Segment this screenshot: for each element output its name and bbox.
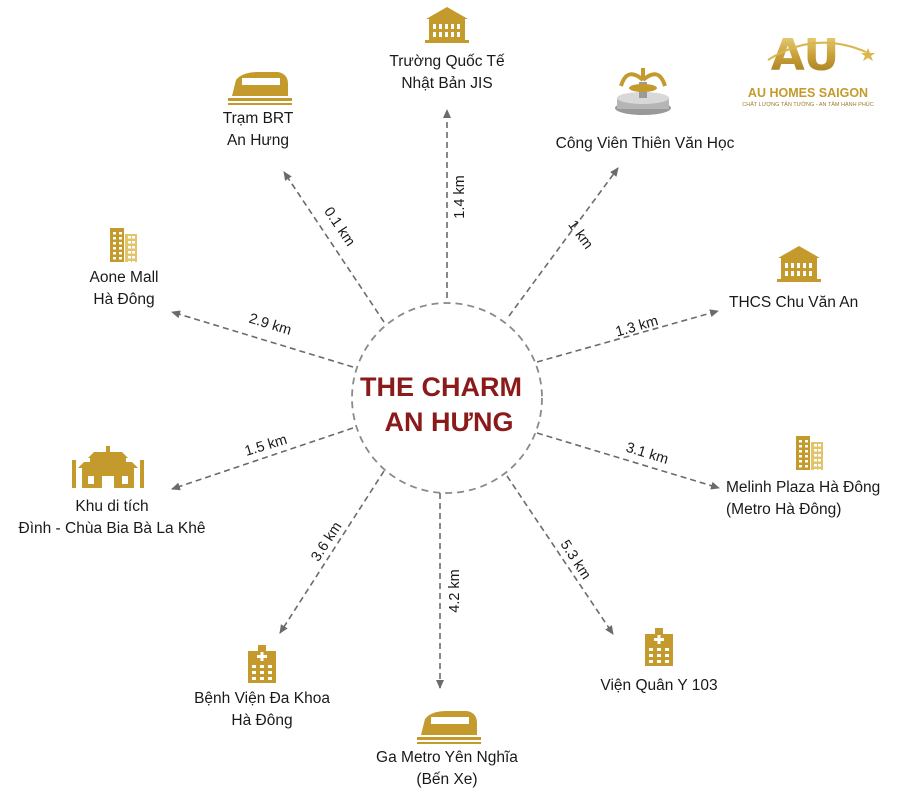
destination-gametro: 4.2 km Ga Metro Yên Nghĩa (Bến Xe) (376, 493, 518, 788)
train-icon (228, 72, 292, 105)
destination-aone: 2.9 km Aone Mall Hà Đông (90, 228, 354, 368)
place-name-thcs-line1: THCS Chu Văn An (729, 294, 858, 311)
tower-building-icon (110, 228, 137, 264)
train-icon (417, 711, 481, 744)
destination-benhvien: 3.6 km Bệnh Viện Đa Khoa Hà Đông (194, 470, 385, 729)
destination-vien103: 5.3 km Viện Quân Y 103 (506, 475, 718, 694)
school-building-icon (425, 7, 469, 43)
distance-label-aone: 2.9 km (247, 311, 293, 339)
distance-label-vien103: 5.3 km (557, 537, 594, 582)
logo-star-icon (861, 48, 875, 61)
arrow-park (508, 167, 619, 317)
center-title-line1: THE CHARM (360, 372, 522, 402)
logo-brand-name: AU HOMES SAIGON (748, 86, 868, 100)
hospital-icon (645, 628, 673, 666)
fountain-icon (615, 68, 671, 115)
destination-brt: 0.1 km Trạm BRT An Hưng (223, 72, 385, 323)
arrow-khudi (171, 427, 354, 491)
place-name-vien103-line1: Viện Quân Y 103 (600, 677, 717, 694)
distance-label-thcs: 1.3 km (614, 313, 660, 340)
hospital-icon (248, 645, 276, 683)
distance-label-khudi: 1.5 km (243, 432, 289, 460)
logo-swoosh-icon (767, 41, 867, 61)
distance-label-jis: 1.4 km (452, 175, 468, 219)
place-name-aone-line1: Aone Mall (90, 269, 159, 286)
distance-label-gametro: 4.2 km (447, 569, 463, 613)
place-name-brt-line1: Trạm BRT (223, 110, 294, 127)
tower-building-icon (796, 436, 823, 472)
center-hub: THE CHARM AN HƯNG (351, 302, 543, 494)
distance-label-melinh: 3.1 km (624, 440, 670, 468)
arrow-aone (171, 310, 354, 368)
spokes: 1.4 km Trường Quốc Tế Nhật Bản JIS 1 kmCông… (19, 7, 880, 788)
distance-label-brt: 0.1 km (320, 204, 358, 249)
place-name-melinh-line1: Melinh Plaza Hà Đông (726, 479, 880, 496)
distance-label-benhvien: 3.6 km (308, 519, 345, 564)
place-name-melinh-line2: (Metro Hà Đông) (726, 501, 841, 518)
destination-melinh: 3.1 km Melinh Plaza Hà Đông (Metro Hà Đông… (536, 432, 880, 518)
pagoda-icon (72, 446, 144, 488)
place-name-gametro-line1: Ga Metro Yên Nghĩa (376, 749, 518, 766)
place-name-jis-line2: Nhật Bản JIS (401, 75, 492, 92)
place-name-benhvien-line2: Hà Đông (231, 712, 292, 729)
place-name-benhvien-line1: Bệnh Viện Đa Khoa (194, 690, 330, 707)
brand-logo: AU AU HOMES SAIGON CHẤT LƯỢNG TẬN TƯỜNG … (742, 30, 875, 108)
place-name-khudi-line1: Khu di tích (75, 498, 148, 515)
place-name-khudi-line2: Đình - Chùa Bia Bà La Khê (19, 520, 206, 537)
place-name-brt-line2: An Hưng (227, 132, 289, 149)
destination-thcs: 1.3 km THCS Chu Văn An (536, 246, 858, 363)
place-name-jis-line1: Trường Quốc Tế (389, 53, 505, 70)
center-circle (351, 302, 543, 494)
school-building-icon (777, 246, 821, 282)
arrow-benhvien (279, 470, 385, 634)
place-name-gametro-line2: (Bến Xe) (416, 771, 477, 788)
arrow-brt (283, 171, 385, 323)
place-name-aone-line2: Hà Đông (93, 291, 154, 308)
destination-jis: 1.4 km Trường Quốc Tế Nhật Bản JIS (389, 7, 505, 298)
place-name-park-line1: Công Viên Thiên Văn Học (556, 135, 735, 152)
logo-mark: AU (771, 30, 839, 81)
arrow-vien103 (506, 475, 614, 635)
center-title-line2: AN HƯNG (385, 407, 514, 437)
logo-tagline: CHẤT LƯỢNG TẬN TƯỜNG - AN TÂM HẠNH PHÚC (742, 101, 874, 108)
arrow-thcs (536, 309, 719, 363)
arrow-melinh (536, 432, 720, 490)
